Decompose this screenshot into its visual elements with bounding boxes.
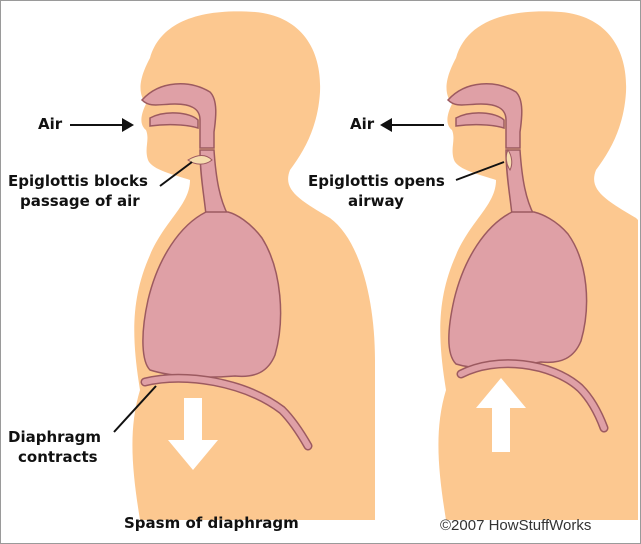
copyright-credit: ©2007 HowStuffWorks — [440, 517, 591, 534]
right-figure — [438, 11, 638, 520]
right-air-arrow-head — [380, 118, 392, 132]
left-caption: Spasm of diaphragm — [124, 514, 299, 532]
right-epiglottis-label-line1: Epiglottis opens — [308, 172, 445, 191]
right-epiglottis-label-line2: airway — [348, 192, 404, 211]
left-figure — [132, 11, 375, 520]
right-air-label: Air — [350, 115, 374, 134]
left-diaphragm-label-line2: contracts — [18, 448, 98, 467]
left-epiglottis-label-line2: passage of air — [20, 192, 140, 211]
left-air-arrow-head — [122, 118, 134, 132]
left-air-label: Air — [38, 115, 62, 134]
left-epiglottis-label-line1: Epiglottis blocks — [8, 172, 148, 191]
left-diaphragm-label-line1: Diaphragm — [8, 428, 101, 447]
